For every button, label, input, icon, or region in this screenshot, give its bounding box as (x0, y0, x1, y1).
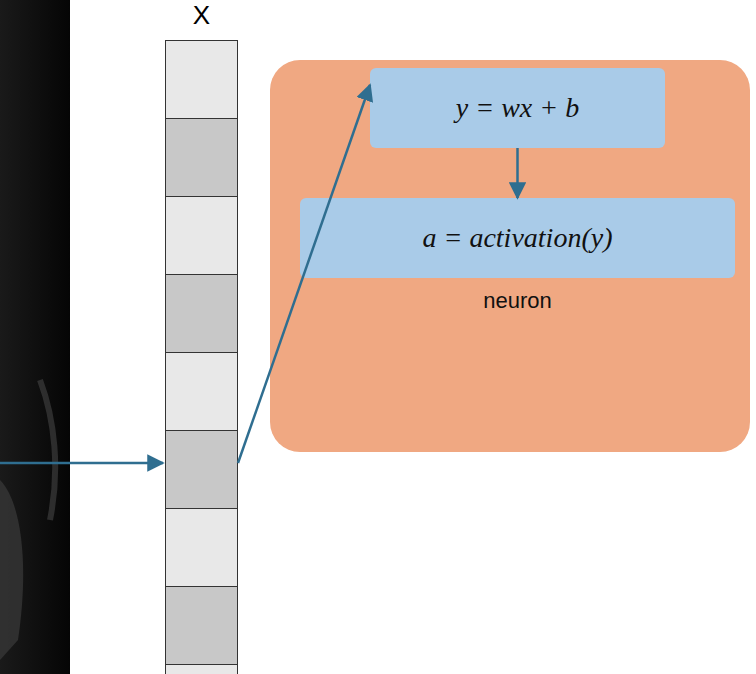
formula-box: a = activation(y) (300, 198, 735, 278)
column-label: X (165, 0, 238, 31)
vector-cell (165, 508, 238, 587)
vector-cell (165, 118, 238, 197)
vector-cell (165, 352, 238, 431)
vector-cell (165, 430, 238, 509)
input-arrow (0, 462, 163, 465)
photo-strip (0, 0, 70, 674)
vector-column: X (165, 40, 238, 674)
formula-text: a = activation(y) (423, 222, 613, 254)
vector-cell (165, 664, 238, 674)
formula-box: y = wx + b (370, 68, 665, 148)
vector-cell (165, 40, 238, 119)
vector-cell (165, 196, 238, 275)
group-label: neuron (300, 288, 735, 314)
photo-detail (0, 480, 23, 660)
vector-cell (165, 274, 238, 353)
formula-text: y = wx + b (456, 92, 579, 124)
photo-detail (40, 380, 55, 520)
vector-cell (165, 586, 238, 665)
neuron-group: neuron y = wx + b a = activation(y) (270, 60, 750, 452)
